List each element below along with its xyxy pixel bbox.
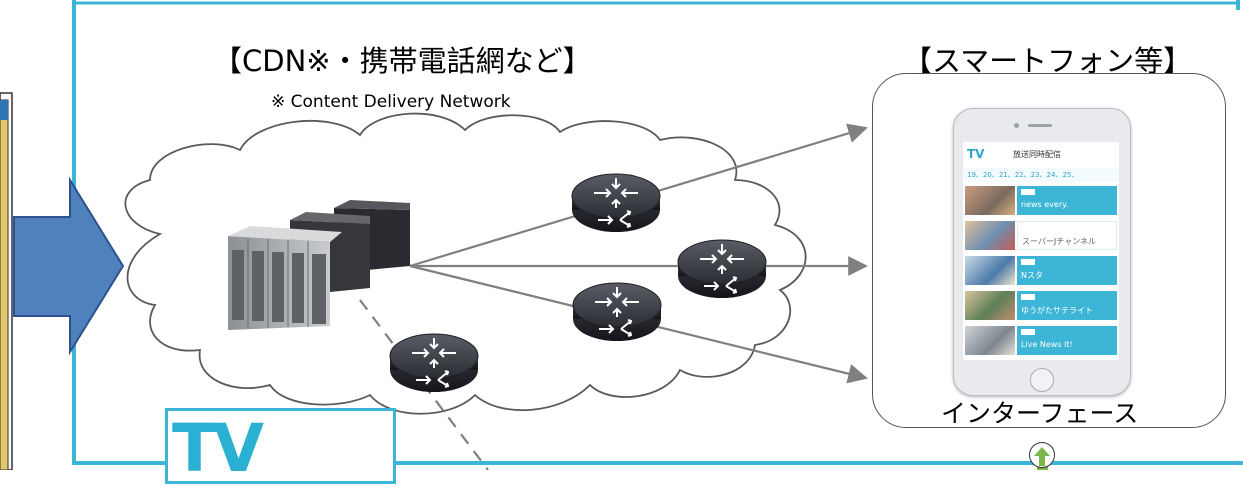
speaker-grille [1028, 124, 1052, 127]
home-button-icon [1030, 368, 1054, 392]
front-camera-icon [1014, 123, 1019, 128]
program-row: スーパーJチャンネル [963, 219, 1119, 252]
up-arrow-icon [1034, 447, 1050, 466]
program-card: Nスタ [1017, 256, 1117, 285]
program-thumbnail [965, 291, 1015, 320]
program-thumbnail [965, 326, 1015, 355]
date-list: 19、20、21、22、23、24、25、 [967, 171, 1079, 179]
router-icon [677, 239, 767, 299]
block-arrow-icon [13, 176, 125, 356]
tv-logo: TV [172, 410, 264, 487]
app-title: 放送同時配信 [1013, 150, 1061, 159]
main-frame [72, 0, 1243, 465]
phone-screen: TV 放送同時配信 19、20、21、22、23、24、25、 news eve… [963, 142, 1119, 360]
program-card: ゆうがたサテライト [1017, 291, 1117, 320]
program-thumbnail [965, 186, 1015, 215]
program-card: スーパーJチャンネル [1017, 221, 1117, 250]
router-icon [572, 282, 662, 342]
program-title: Live News it! [1021, 340, 1073, 349]
app-logo: TV [967, 147, 985, 161]
program-title: news every. [1021, 200, 1069, 209]
app-header: TV 放送同時配信 [963, 142, 1119, 169]
router-icon [571, 173, 661, 233]
date-selector: 19、20、21、22、23、24、25、 [963, 168, 1119, 182]
program-title: ゆうがたサテライト [1021, 306, 1093, 315]
network-diagram [0, 0, 1243, 470]
cdn-footnote: ※ Content Delivery Network [271, 92, 511, 112]
program-row: Live News it! [963, 324, 1119, 357]
program-card: news every. [1017, 186, 1117, 215]
program-card: Live News it! [1017, 326, 1117, 355]
program-title: Nスタ [1021, 271, 1043, 280]
program-thumbnail [965, 221, 1015, 250]
program-thumbnail [965, 256, 1015, 285]
router-icon [389, 333, 479, 393]
cdn-section-title: 【CDN※・携帯電話網など】 [213, 44, 592, 78]
device-section-title: 【スマートフォン等】 [903, 44, 1193, 78]
server-rack-icon [228, 200, 410, 330]
program-title: スーパーJチャンネル [1022, 237, 1097, 246]
program-row: news every. [963, 184, 1119, 217]
program-row: ゆうがたサテライト [963, 289, 1119, 322]
program-row: Nスタ [963, 254, 1119, 287]
interface-label: インターフェース [941, 399, 1139, 428]
